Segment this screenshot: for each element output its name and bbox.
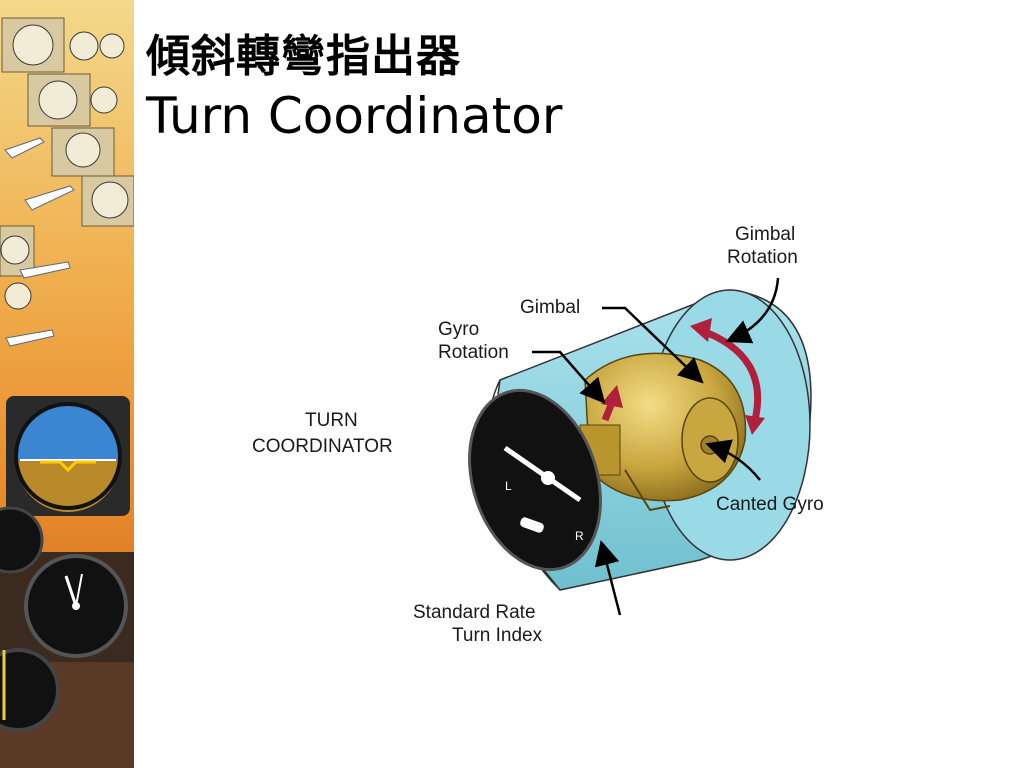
rotation-arrows xyxy=(601,318,765,435)
slide-title: 傾斜轉彎指出器 Turn Coordinator xyxy=(146,28,562,146)
instrument-face: L R xyxy=(468,388,602,572)
slide-title-english: Turn Coordinator xyxy=(146,87,563,145)
label-canted-gyro: Canted Gyro xyxy=(716,494,824,515)
svg-text:R: R xyxy=(575,529,584,543)
label-turn-coordinator-1: TURN xyxy=(305,410,358,431)
slide-title-chinese: 傾斜轉彎指出器 xyxy=(146,31,461,82)
svg-text:L: L xyxy=(505,479,512,493)
label-standard-rate-2: Turn Index xyxy=(452,625,543,646)
lower-gauge-icon xyxy=(0,648,134,768)
label-turn-coordinator-2: COORDINATOR xyxy=(252,436,393,457)
airplane-icons xyxy=(4,137,75,347)
turn-coordinator-diagram: L R Gimbal Rotation Gimbal Gyro Rotation… xyxy=(252,224,824,646)
label-gimbal: Gimbal xyxy=(520,297,580,318)
gauge-dials xyxy=(0,24,129,310)
leader-lines xyxy=(532,277,780,616)
label-gimbal-rotation-1: Gimbal xyxy=(735,224,795,245)
label-gyro-rotation-1: Gyro xyxy=(438,319,479,340)
decorative-sidebar xyxy=(0,0,134,768)
label-gimbal-rotation-2: Rotation xyxy=(727,247,798,268)
attitude-indicator-icon xyxy=(6,396,130,516)
label-standard-rate-1: Standard Rate xyxy=(413,602,536,623)
clock-gauge-icon xyxy=(0,506,134,662)
diagram-labels: Gimbal Rotation Gimbal Gyro Rotation TUR… xyxy=(252,224,824,646)
label-gyro-rotation-2: Rotation xyxy=(438,342,509,363)
